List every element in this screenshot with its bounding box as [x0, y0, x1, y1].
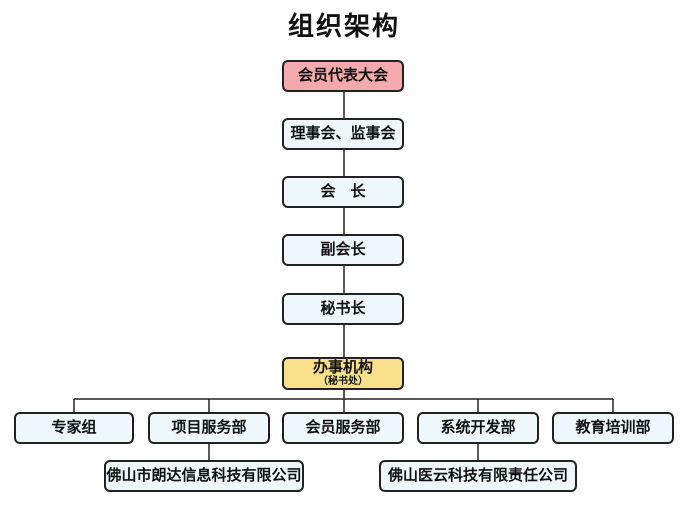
- node-department: 教育培训部: [552, 412, 674, 444]
- node-label: 会员代表大会: [297, 66, 388, 85]
- node-member-assembly: 会员代表大会: [282, 60, 404, 92]
- node-company: 佛山医云科技有限责任公司: [379, 460, 577, 492]
- node-label: 副会长: [320, 240, 366, 259]
- node-label: 佛山医云科技有限责任公司: [387, 466, 568, 485]
- node-label: 会 长: [320, 182, 366, 201]
- node-label: 系统开发部: [440, 418, 516, 437]
- node-department: 系统开发部: [417, 412, 539, 444]
- node-secretary-general: 秘书长: [282, 293, 404, 325]
- node-department: 项目服务部: [148, 412, 270, 444]
- node-label: 教育培训部: [575, 418, 651, 437]
- node-label: 办事机构: [312, 358, 373, 377]
- node-president: 会 长: [282, 176, 404, 208]
- node-company: 佛山市朗达信息科技有限公司: [104, 460, 304, 492]
- node-label: 会员服务部: [305, 418, 381, 437]
- node-label: 秘书长: [320, 299, 366, 318]
- node-label: 项目服务部: [171, 418, 247, 437]
- node-vice-president: 副会长: [282, 234, 404, 266]
- node-board: 理事会、监事会: [282, 118, 404, 150]
- node-office: 办事机构 （秘书处）: [282, 357, 404, 390]
- diagram-title: 组织架构: [287, 12, 400, 42]
- node-sublabel: （秘书处）: [318, 376, 368, 388]
- node-label: 专家组: [51, 418, 97, 437]
- node-label: 理事会、监事会: [290, 124, 396, 143]
- node-label: 佛山市朗达信息科技有限公司: [106, 466, 302, 485]
- node-department: 专家组: [14, 412, 134, 444]
- node-department: 会员服务部: [282, 412, 404, 444]
